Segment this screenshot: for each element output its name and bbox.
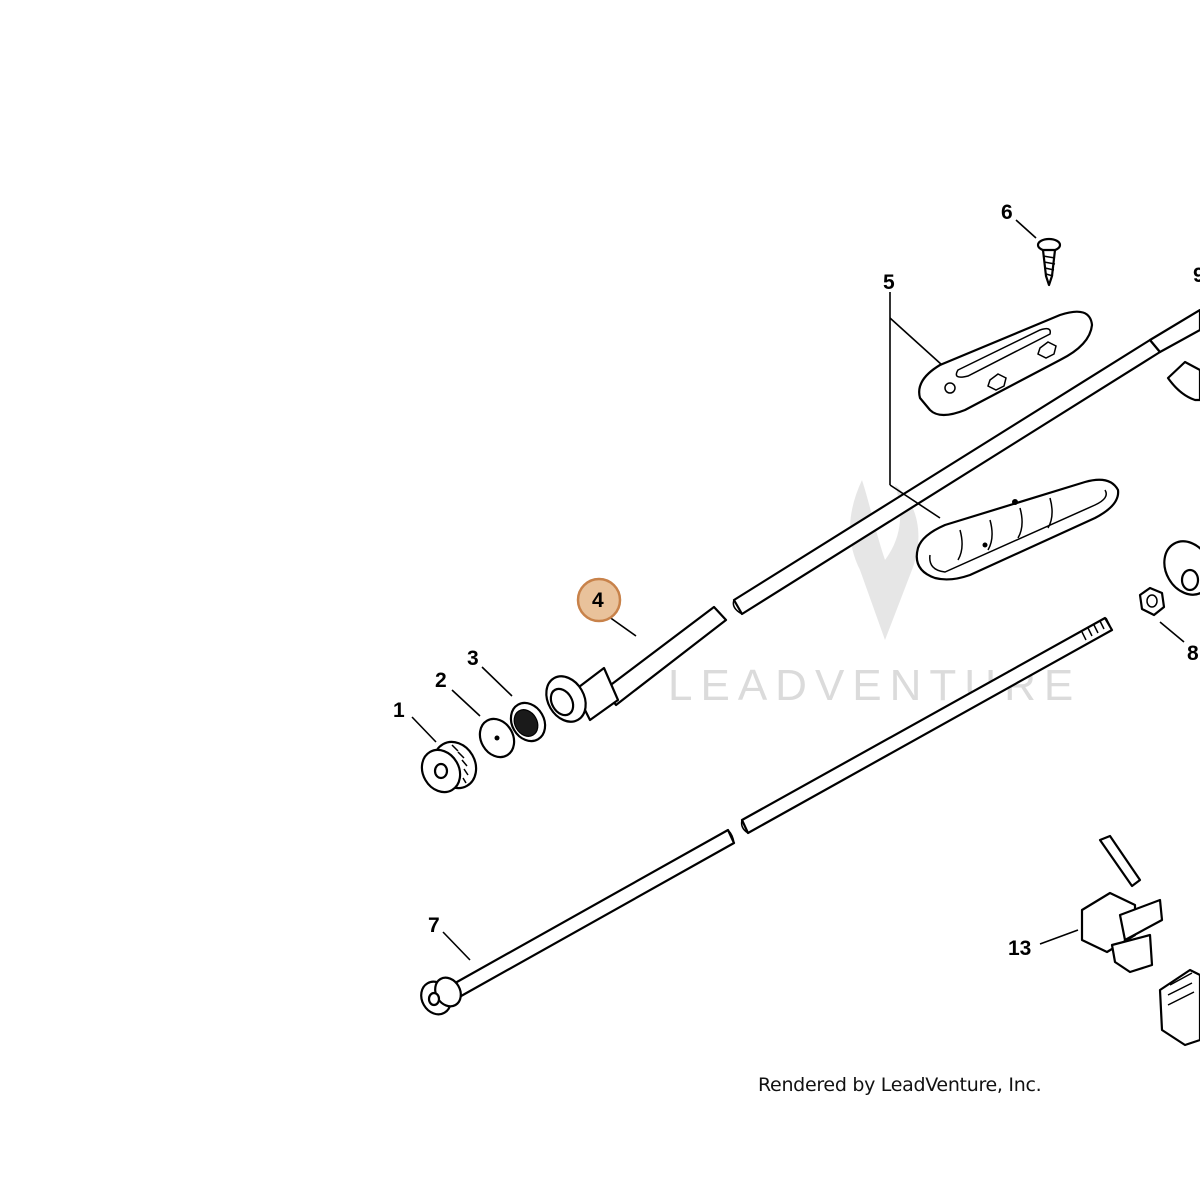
part-1-knurled-cap [420,740,478,794]
tube-end-fitting [1163,360,1200,596]
callout-2[interactable]: 2 [435,669,447,692]
part-7-rod [420,616,1114,1016]
render-credit: Rendered by LeadVenture, Inc. [758,1074,1042,1096]
part-6-screw [1036,237,1062,287]
callout-1[interactable]: 1 [393,699,405,722]
callout-5[interactable]: 5 [883,271,895,294]
callout-4-highlight[interactable]: 4 [576,577,622,623]
part-8-nut [1138,586,1166,617]
part-13-valve [1080,834,1200,1047]
callout-3[interactable]: 3 [467,647,479,670]
callout-7[interactable]: 7 [428,914,440,937]
callout-6[interactable]: 6 [1001,201,1013,224]
leader-lines [411,219,1185,961]
part-5-handle-halves [915,310,1120,581]
part-4-tube [545,308,1200,723]
part-2-washer [478,717,516,759]
callout-9[interactable]: 9 [1193,264,1200,287]
callout-labels: 1 2 3 4 5 6 7 8 9 13 [393,201,1200,960]
callout-8[interactable]: 8 [1187,642,1199,665]
callout-4-badge[interactable] [576,577,622,623]
callout-13[interactable]: 13 [1008,937,1031,960]
part-3-filter-screen [509,701,547,743]
callout-4[interactable]: 4 [592,589,604,612]
